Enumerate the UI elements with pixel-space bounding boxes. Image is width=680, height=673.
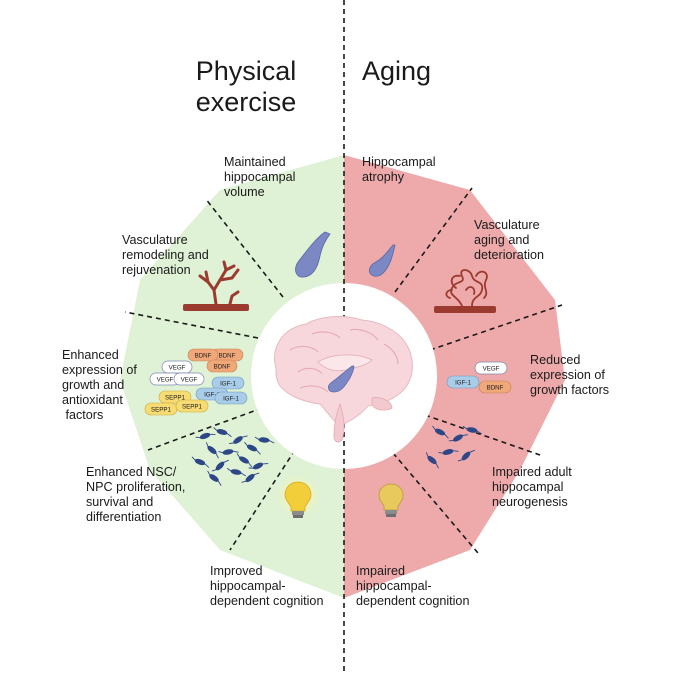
- svg-text:dependent cognition: dependent cognition: [210, 594, 323, 608]
- label-aging-vasculature: Vasculature aging and deterioration: [474, 218, 544, 262]
- hippocampus-icon: [328, 365, 355, 393]
- svg-text:deterioration: deterioration: [474, 248, 544, 262]
- svg-text:expression of: expression of: [62, 363, 137, 377]
- svg-text:SEPP1: SEPP1: [165, 395, 186, 402]
- svg-text:Vasculature: Vasculature: [122, 233, 188, 247]
- svg-text:VEGF: VEGF: [181, 377, 198, 384]
- svg-text:neurogenesis: neurogenesis: [492, 495, 568, 509]
- svg-text:remodeling and: remodeling and: [122, 248, 209, 262]
- svg-text:hippocampal-: hippocampal-: [210, 579, 286, 593]
- svg-text:hippocampal-: hippocampal-: [356, 579, 432, 593]
- label-exercise-vasculature: Vasculature remodeling and rejuvenation: [122, 233, 209, 277]
- svg-text:Maintained: Maintained: [224, 155, 286, 169]
- label-aging-atrophy: Hippocampal atrophy: [362, 155, 436, 184]
- svg-text:atrophy: atrophy: [362, 170, 405, 184]
- svg-text:IGF-1: IGF-1: [455, 380, 471, 387]
- svg-text:Reduced: Reduced: [530, 353, 580, 367]
- svg-text:Impaired adult: Impaired adult: [492, 465, 572, 479]
- svg-text:SEPP1: SEPP1: [182, 404, 203, 411]
- svg-text:Enhanced: Enhanced: [62, 348, 119, 362]
- svg-text:growth and: growth and: [62, 378, 124, 392]
- title-exercise-line-1: Physical: [196, 56, 297, 86]
- svg-text:antioxidant: antioxidant: [62, 393, 123, 407]
- svg-text:dependent cognition: dependent cognition: [356, 594, 469, 608]
- label-aging-neurogenesis: Impaired adult hippocampal neurogenesis: [492, 465, 572, 509]
- svg-text:growth factors: growth factors: [530, 383, 609, 397]
- label-exercise-neurogenesis: Enhanced NSC/ NPC proliferation, surviva…: [86, 465, 185, 524]
- svg-text:Enhanced NSC/: Enhanced NSC/: [86, 465, 177, 479]
- svg-text:differentiation: differentiation: [86, 510, 161, 524]
- growth-factor-icon: BDNF BDNF BDNF VEGF VEGF VEGF IGF-1 IGF-…: [144, 348, 248, 416]
- segment-dividers: [124, 187, 563, 554]
- svg-text:NPC proliferation,: NPC proliferation,: [86, 480, 185, 494]
- lightbulb-icon: [378, 483, 404, 517]
- svg-text:Vasculature: Vasculature: [474, 218, 540, 232]
- svg-text:volume: volume: [224, 185, 265, 199]
- brain-icon: [274, 316, 413, 443]
- svg-text:IGF-1: IGF-1: [204, 392, 220, 399]
- svg-text:expression of: expression of: [530, 368, 605, 382]
- neural-cells-icon: [191, 427, 275, 486]
- svg-text:BDNF: BDNF: [219, 353, 236, 360]
- svg-text:factors: factors: [62, 408, 103, 422]
- lightbulb-icon: [276, 474, 320, 518]
- svg-text:aging and: aging and: [474, 233, 529, 247]
- svg-text:IGF-1: IGF-1: [223, 396, 239, 403]
- svg-text:hippocampal: hippocampal: [492, 480, 563, 494]
- blood-vessel-icon: [434, 269, 496, 313]
- svg-text:VEGF: VEGF: [157, 377, 174, 384]
- growth-factor-icon: VEGF IGF-1 BDNF: [446, 361, 512, 394]
- svg-text:rejuvenation: rejuvenation: [122, 263, 191, 277]
- title-exercise-line-2: exercise: [196, 87, 297, 117]
- svg-text:IGF-1: IGF-1: [220, 381, 236, 388]
- label-exercise-cognition: Improved hippocampal- dependent cognitio…: [210, 564, 323, 608]
- svg-text:VEGF: VEGF: [483, 366, 500, 373]
- svg-text:BDNF: BDNF: [214, 364, 231, 371]
- neural-cells-icon: [425, 425, 482, 469]
- svg-text:SEPP1: SEPP1: [151, 407, 172, 414]
- svg-text:Impaired: Impaired: [356, 564, 405, 578]
- hippocampus-icon: [295, 231, 331, 278]
- hippocampus-icon: [368, 244, 396, 277]
- label-aging-growth-factors: Reduced expression of growth factors: [530, 353, 609, 397]
- label-exercise-growth-factors: Enhanced expression of growth and antiox…: [62, 348, 137, 422]
- label-aging-cognition: Impaired hippocampal- dependent cognitio…: [356, 564, 469, 608]
- svg-text:Hippocampal: Hippocampal: [362, 155, 436, 169]
- blood-vessel-icon: [183, 260, 249, 311]
- svg-text:BDNF: BDNF: [487, 385, 504, 392]
- svg-text:BDNF: BDNF: [195, 353, 212, 360]
- title-aging: Aging: [362, 56, 431, 86]
- svg-text:survival and: survival and: [86, 495, 153, 509]
- label-exercise-volume: Maintained hippocampal volume: [224, 155, 295, 199]
- svg-text:VEGF: VEGF: [169, 365, 186, 372]
- svg-text:hippocampal: hippocampal: [224, 170, 295, 184]
- svg-text:Improved: Improved: [210, 564, 263, 578]
